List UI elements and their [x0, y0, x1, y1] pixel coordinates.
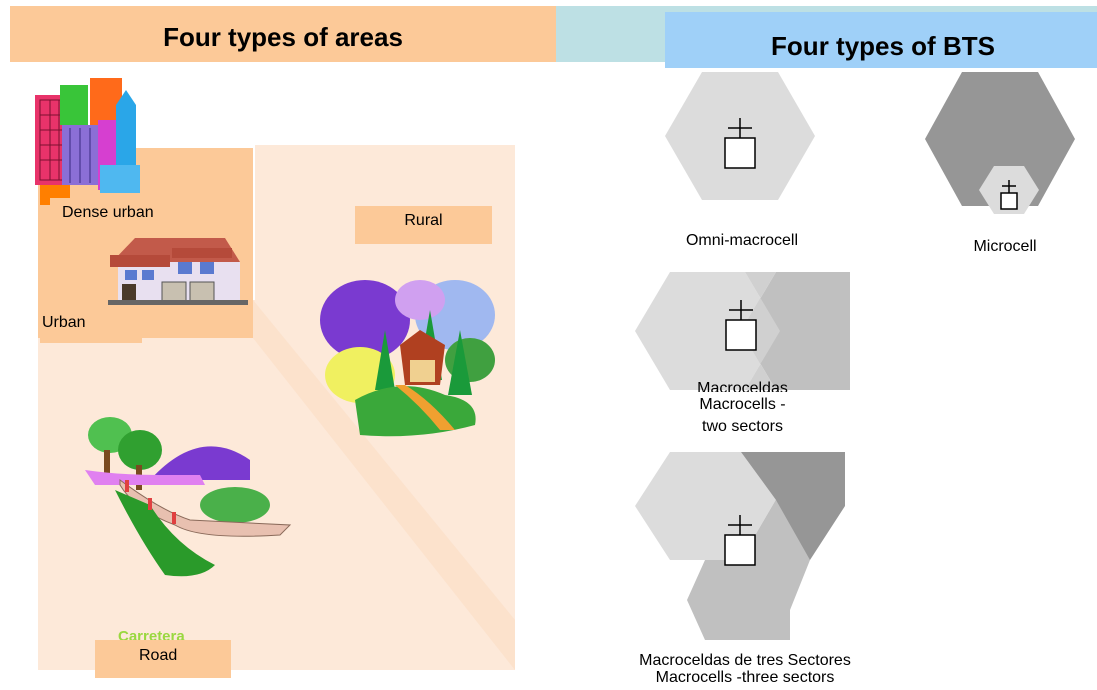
label-two-sectors-spanish: Macroceldas: [697, 380, 788, 392]
bts-header-bar: [665, 12, 1097, 68]
label-three-sectors: Macrocells -three sectors: [655, 669, 835, 686]
three-sector-diagram: [635, 452, 845, 640]
label-microcell: Microcell: [973, 238, 1037, 255]
two-sector-diagram: [635, 272, 850, 390]
rural-landscape-icon: [320, 280, 495, 437]
sector-1-hexagon: [635, 272, 780, 390]
label-two-sectors-line1: Macrocells -: [699, 396, 786, 413]
areas-header-bar: [10, 6, 556, 62]
two-sector-antenna-icon: [725, 319, 757, 351]
label-omni-macrocell: Omni-macrocell: [685, 232, 798, 249]
road-landscape-icon: [85, 417, 292, 577]
label-dense-urban: Dense urban: [50, 198, 197, 226]
bts-title: Four types of BTS: [771, 31, 995, 61]
microcell-outer-hexagon: [925, 72, 1075, 206]
omni-antenna-icon: [724, 137, 756, 169]
label-three-sectors-spanish: Macroceldas de tres Sectores: [639, 652, 851, 666]
microcell-diagram: [925, 72, 1075, 214]
sector-c-hexagon: [687, 500, 810, 640]
label-road: Road: [95, 640, 231, 678]
label-urban: Urban: [40, 305, 142, 343]
label-rural: Rural: [355, 206, 492, 244]
sector-2-hexagon: [741, 272, 850, 390]
house-icon: [108, 238, 248, 305]
label-two-sectors-line2: two sectors: [702, 418, 783, 435]
microcell-antenna-icon: [1000, 192, 1018, 210]
buildings-icon: [35, 78, 140, 205]
areas-title: Four types of areas: [163, 22, 403, 52]
three-sector-antenna-icon: [724, 534, 756, 566]
